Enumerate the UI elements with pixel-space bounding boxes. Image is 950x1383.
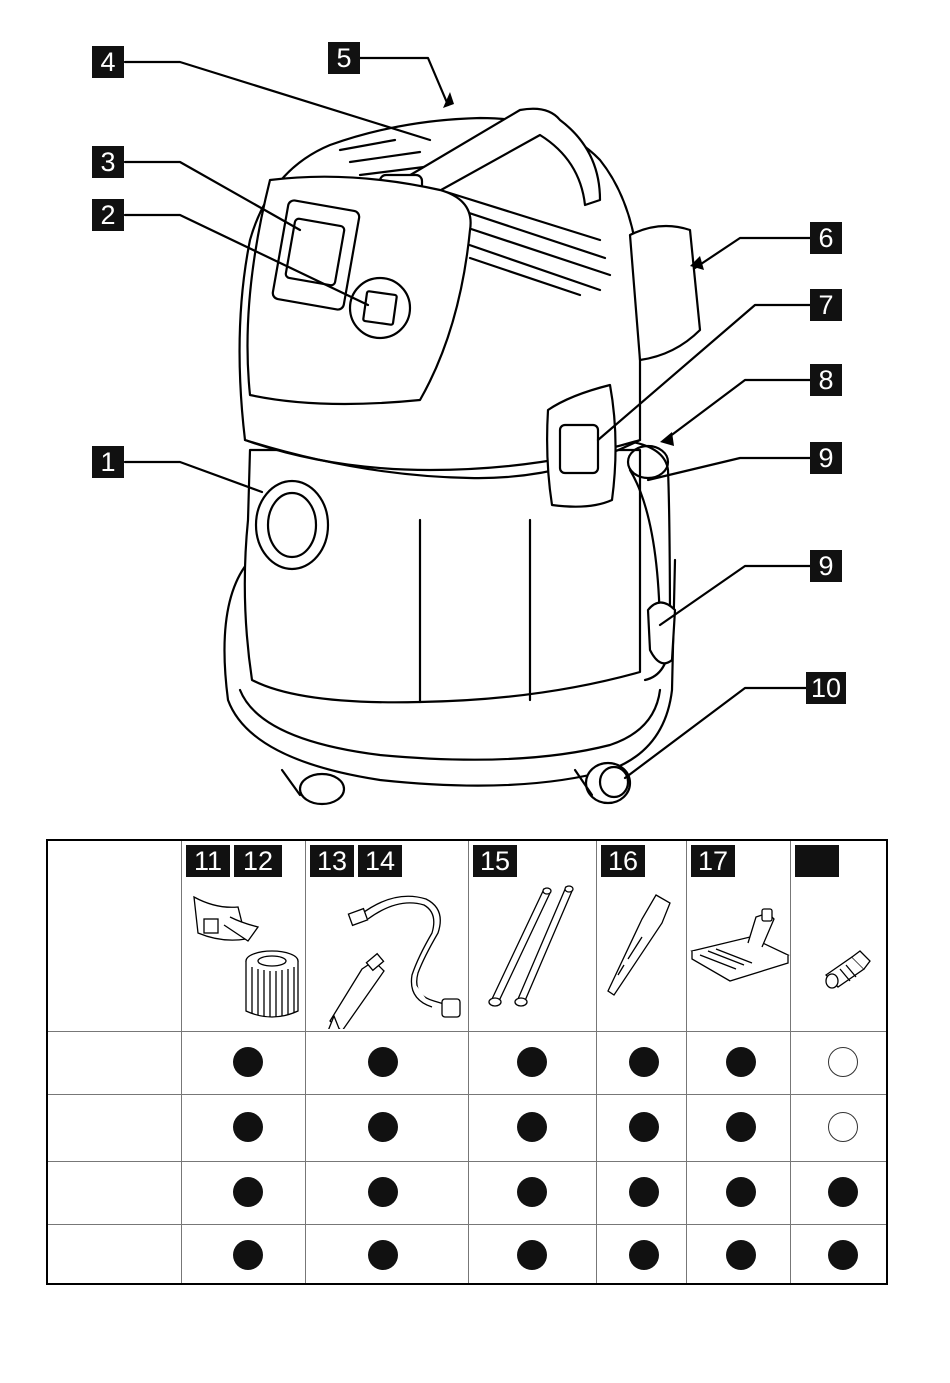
accessory-table: 11 12 13 14 15 16 17	[46, 839, 888, 1285]
optional-dot	[828, 1047, 858, 1077]
included-dot	[233, 1047, 263, 1077]
column-divider	[305, 841, 306, 1283]
accessory-number-17: 17	[691, 845, 735, 877]
column-divider	[790, 841, 791, 1283]
callout-10: 10	[806, 672, 846, 704]
accessory-number-16: 16	[601, 845, 645, 877]
included-dot	[629, 1047, 659, 1077]
included-dot	[828, 1177, 858, 1207]
callout-7: 7	[810, 289, 842, 321]
crevice-nozzle-icon	[604, 889, 684, 1009]
included-dot	[629, 1177, 659, 1207]
optional-dot	[828, 1112, 858, 1142]
included-dot	[517, 1240, 547, 1270]
row-divider	[48, 1031, 886, 1032]
included-dot	[726, 1177, 756, 1207]
floor-nozzle-icon	[690, 907, 790, 1007]
callout-1: 1	[92, 446, 124, 478]
callout-3: 3	[92, 146, 124, 178]
callout-5: 5	[328, 42, 360, 74]
accessory-number-blank	[795, 845, 839, 877]
callout-8: 8	[810, 364, 842, 396]
included-dot	[629, 1112, 659, 1142]
included-dot	[233, 1177, 263, 1207]
included-dot	[517, 1047, 547, 1077]
included-dot	[368, 1047, 398, 1077]
accessory-number-15: 15	[473, 845, 517, 877]
included-dot	[368, 1240, 398, 1270]
column-divider	[686, 841, 687, 1283]
callout-9-upper: 9	[810, 442, 842, 474]
column-divider	[181, 841, 182, 1283]
column-divider	[468, 841, 469, 1283]
suction-hose-and-bend-icon	[314, 881, 464, 1029]
accessory-number-11: 11	[186, 845, 230, 877]
included-dot	[368, 1177, 398, 1207]
accessory-number-12: 12	[234, 845, 282, 877]
included-dot	[233, 1112, 263, 1142]
included-dot	[517, 1177, 547, 1207]
included-dot	[828, 1240, 858, 1270]
callout-4: 4	[92, 46, 124, 78]
included-dot	[726, 1047, 756, 1077]
vacuum-cleaner-illustration: 1 2 3 4 5 6 7 8 9 9 10	[0, 0, 950, 820]
included-dot	[726, 1112, 756, 1142]
accessory-number-13: 13	[310, 845, 354, 877]
column-divider	[596, 841, 597, 1283]
callout-9-lower: 9	[810, 550, 842, 582]
row-divider	[48, 1224, 886, 1225]
suction-tubes-icon	[484, 881, 584, 1011]
row-divider	[48, 1161, 886, 1162]
callout-2: 2	[92, 199, 124, 231]
included-dot	[368, 1112, 398, 1142]
included-dot	[629, 1240, 659, 1270]
callout-6: 6	[810, 222, 842, 254]
included-dot	[233, 1240, 263, 1270]
accessory-number-14: 14	[358, 845, 402, 877]
row-divider	[48, 1094, 886, 1095]
included-dot	[517, 1112, 547, 1142]
adapter-icon	[822, 945, 872, 991]
included-dot	[726, 1240, 756, 1270]
filter-bag-and-cartridge-filter-icon	[186, 889, 304, 1027]
